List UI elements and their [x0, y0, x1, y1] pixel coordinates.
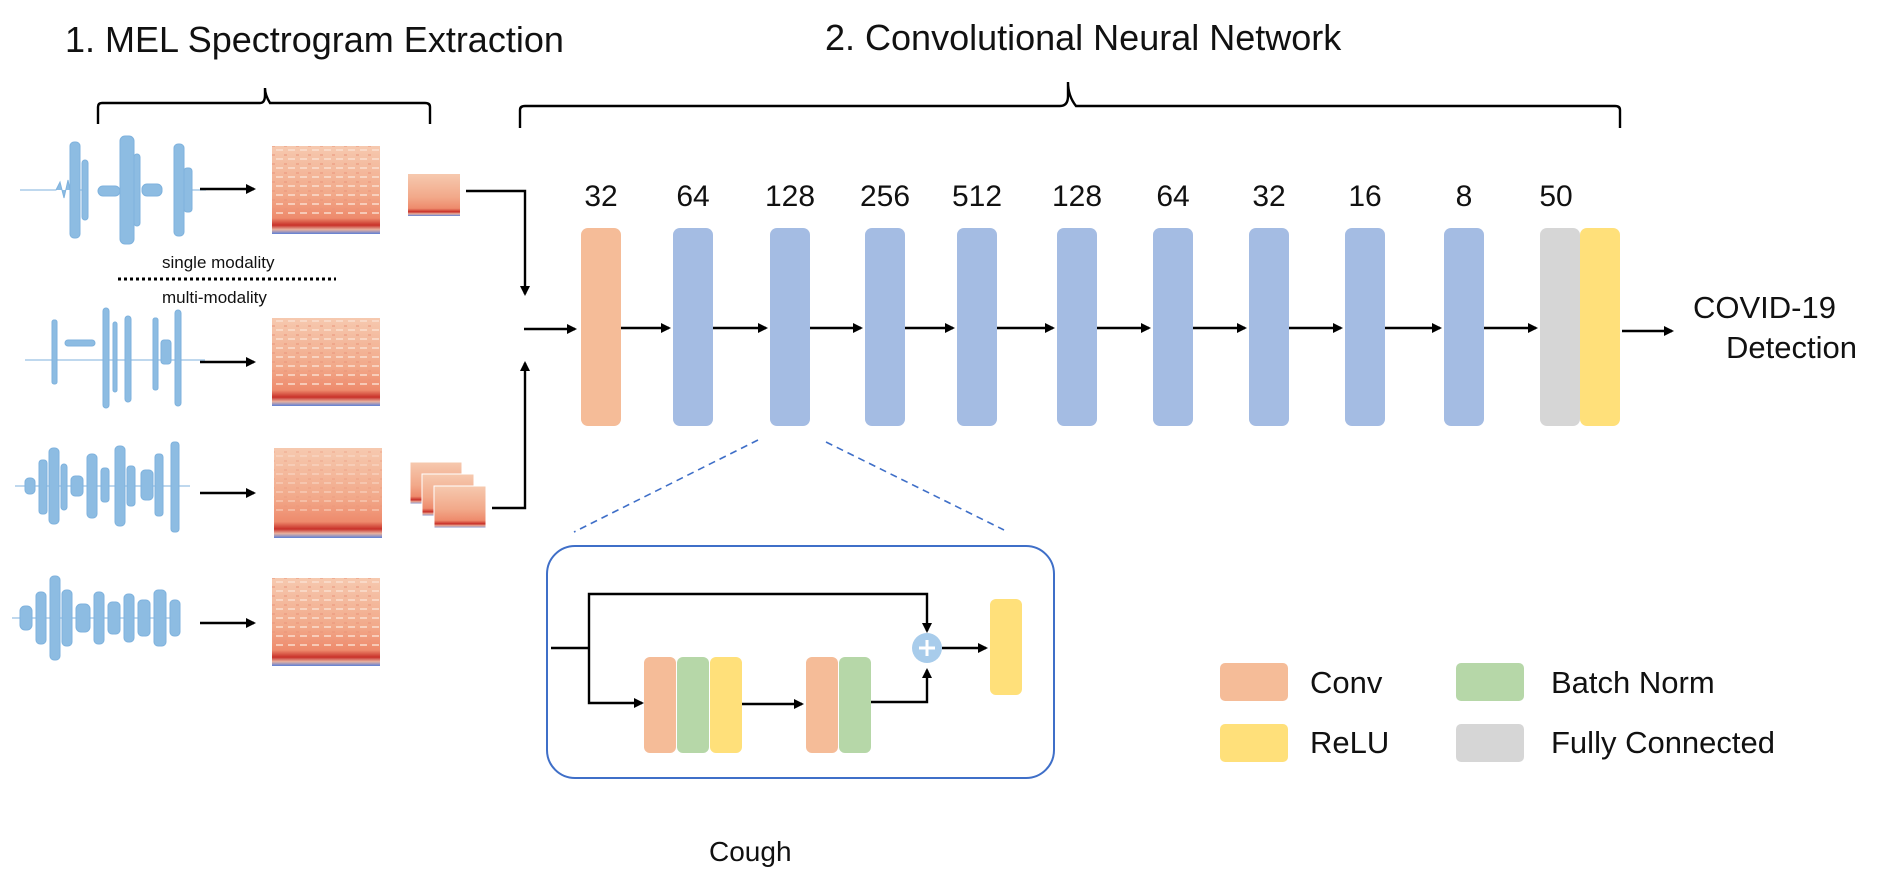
legend-label-relu: ReLU [1310, 725, 1389, 760]
layer-size-label: 128 [765, 180, 815, 213]
arrow-icon [492, 361, 530, 510]
detail-caption: Cough [709, 836, 792, 867]
output-line2: Detection [1726, 330, 1857, 365]
layer-size-label: 50 [1539, 180, 1572, 213]
section2-brace [518, 81, 1622, 128]
res-conv-1 [644, 657, 676, 753]
waveform-icon [12, 575, 181, 661]
section2-title: 2. Convolutional Neural Network [825, 17, 1342, 58]
multi-modality-label: multi-modality [162, 288, 267, 307]
layer-block [1057, 228, 1097, 426]
spectrogram-icon [408, 174, 460, 216]
layer-conv [581, 228, 621, 426]
layer-size-label: 8 [1456, 180, 1473, 213]
waveform-icon [25, 307, 205, 409]
layer-size-label: 32 [1252, 180, 1285, 213]
legend-swatch-relu [1220, 724, 1288, 762]
layer-block [957, 228, 997, 426]
layer-size-label: 512 [952, 180, 1002, 213]
layer-block [770, 228, 810, 426]
plus-icon [912, 633, 942, 663]
spectrogram-icon [409, 461, 487, 529]
layer-block [1249, 228, 1289, 426]
layer-size-label: 64 [676, 180, 709, 213]
legend-swatch-fc [1456, 724, 1524, 762]
res-conv-2 [806, 657, 838, 753]
spectrogram-icon [274, 448, 382, 538]
layer-block [1444, 228, 1484, 426]
legend-label-conv: Conv [1310, 665, 1383, 700]
layer-size-label: 64 [1156, 180, 1189, 213]
layer-size-label: 16 [1348, 180, 1381, 213]
spectrogram-icon [272, 578, 380, 666]
section1-brace [96, 87, 432, 124]
legend-swatch-batchnorm [1456, 663, 1524, 701]
zoom-line-right [825, 441, 1005, 531]
layer-size-label: 128 [1052, 180, 1102, 213]
layer-block [1153, 228, 1193, 426]
residual-block-detail [546, 545, 1055, 779]
res-batchnorm-2 [839, 657, 871, 753]
res-relu-out [990, 599, 1022, 695]
layer-block [1345, 228, 1385, 426]
legend-swatch-conv [1220, 663, 1288, 701]
legend-label-batchnorm: Batch Norm [1551, 665, 1715, 700]
layer-fc [1540, 228, 1580, 426]
waveform-icon [15, 441, 190, 533]
layer-block [673, 228, 713, 426]
layer-stack: 32 64 128 256 512 128 64 32 16 8 50 [581, 180, 1620, 426]
output-line1: COVID-19 [1693, 290, 1836, 325]
section1-title: 1. MEL Spectrogram Extraction [65, 19, 564, 60]
res-relu-1 [710, 657, 742, 753]
spectrogram-icon [272, 318, 380, 406]
zoom-line-left [573, 439, 759, 533]
layer-relu [1580, 228, 1620, 426]
layer-size-label: 32 [584, 180, 617, 213]
arrow-icon [466, 189, 530, 296]
layer-block [865, 228, 905, 426]
skip-connection [587, 592, 932, 648]
layer-size-label: 256 [860, 180, 910, 213]
legend: Conv Batch Norm ReLU Fully Connected [1220, 663, 1775, 762]
waveform-icon [20, 135, 206, 245]
spectrogram-icon [272, 146, 380, 234]
single-modality-label: single modality [162, 253, 275, 272]
legend-label-fc: Fully Connected [1551, 725, 1775, 760]
res-batchnorm-1 [677, 657, 709, 753]
